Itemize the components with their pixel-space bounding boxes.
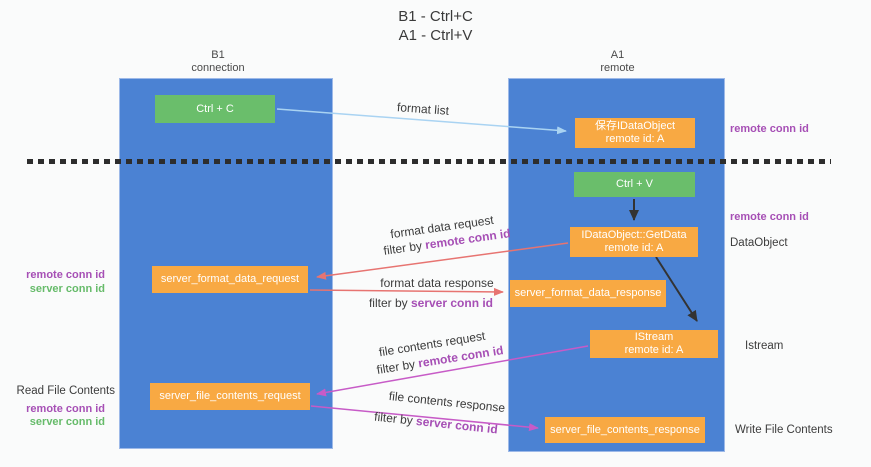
ctrl-v-label: Ctrl + V: [616, 178, 653, 190]
save-dataobject-box: 保存IDataObject remote id: A: [575, 118, 695, 148]
lane-b1-subtitle: connection: [191, 62, 245, 74]
save-dataobject-line2: remote id: A: [605, 133, 665, 145]
istream-box: IStream remote id: A: [590, 330, 718, 358]
phase-divider-dashed-line: [27, 159, 831, 164]
left-remote-conn-id-top: remote conn id: [26, 269, 105, 281]
istream-line2: remote id: A: [624, 344, 684, 356]
ctrl-c-box: Ctrl + C: [155, 95, 275, 123]
write-file-contents-annotation: Write File Contents: [735, 424, 833, 436]
server-format-data-request-label: server_format_data_request: [160, 273, 300, 285]
server-file-contents-request-box: server_file_contents_request: [150, 383, 310, 410]
server-format-data-response-box: server_format_data_response: [510, 280, 666, 307]
server-format-data-request-box: server_format_data_request: [152, 266, 308, 293]
left-server-conn-id-bottom: server conn id: [29, 416, 105, 428]
title-line-2: A1 - Ctrl+V: [398, 27, 473, 44]
filter-prefix: filter by: [368, 296, 411, 310]
right-remote-conn-id-mid: remote conn id: [730, 211, 809, 223]
server-file-contents-response-box: server_file_contents_response: [545, 417, 705, 443]
istream-line1: IStream: [634, 331, 674, 343]
server-format-data-response-label: server_format_data_response: [514, 287, 662, 299]
format-list-label: format list: [396, 100, 450, 118]
format-data-response-arrow: [309, 287, 504, 296]
left-server-conn-id-top: server conn id: [29, 283, 105, 295]
server-file-contents-response-label: server_file_contents_response: [550, 423, 700, 436]
getdata-line1: IDataObject::GetData: [581, 229, 687, 241]
dataobject-annotation: DataObject: [730, 237, 788, 249]
server-file-contents-request-label: server_file_contents_request: [159, 390, 301, 402]
format-data-response-filter-label: filter by server conn id: [346, 296, 516, 310]
getdata-line2: remote id: A: [604, 242, 664, 254]
lane-a1-subtitle: remote: [600, 62, 635, 74]
lane-header-b1: B1 connection: [111, 49, 325, 75]
format-data-response-label: format data response: [380, 276, 494, 290]
lane-header-a1: A1 remote: [509, 49, 726, 75]
ctrl-c-label: Ctrl + C: [196, 102, 234, 115]
filter-prefix: filter by: [373, 409, 417, 428]
idataobject-getdata-box: IDataObject::GetData remote id: A: [570, 227, 698, 257]
lane-a1-title: A1: [610, 49, 625, 61]
right-remote-conn-id-top: remote conn id: [730, 123, 809, 135]
save-dataobject-line1: 保存IDataObject: [594, 120, 676, 132]
lane-b1-title: B1: [211, 49, 225, 61]
diagram-title: B1 - Ctrl+C A1 - Ctrl+V: [0, 7, 871, 45]
istream-annotation: Istream: [745, 340, 784, 352]
title-line-1: B1 - Ctrl+C: [398, 8, 473, 25]
filter-prefix: filter by: [375, 356, 420, 377]
filter-key-server-conn-id: server conn id: [410, 296, 494, 310]
filter-key-server-conn-id: server conn id: [415, 413, 499, 437]
read-file-contents-annotation: Read File Contents: [16, 385, 115, 397]
left-remote-conn-id-bottom: remote conn id: [26, 403, 105, 415]
ctrl-v-box: Ctrl + V: [574, 172, 695, 197]
